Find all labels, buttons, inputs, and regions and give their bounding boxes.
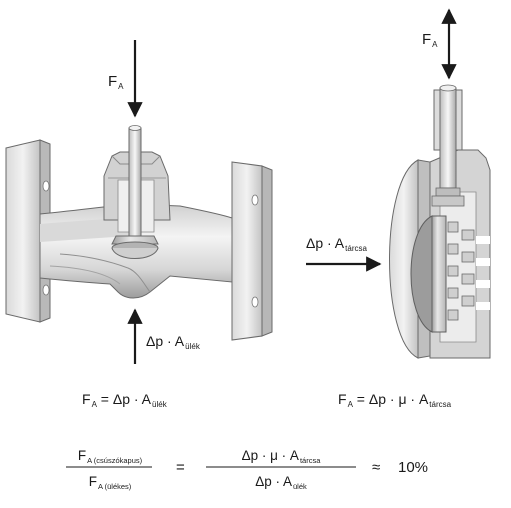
slide-gate-valve-cutaway [389, 84, 491, 359]
right-force-label: FA [422, 31, 438, 49]
equation-right: FA = Δp · μ · Atárcsa [338, 391, 452, 409]
left-force-label: FA [108, 73, 124, 91]
ratio-approx: ≈ [372, 459, 381, 476]
ratio-denominator-right: Δp · Aülék [255, 474, 307, 491]
equation-left: FA = Δp · Aülék [82, 391, 167, 409]
globe-valve-cutaway [5, 125, 273, 341]
middle-pressure-label: Δp · Atárcsa [306, 235, 367, 253]
left-pressure-label: Δp · Aülék [146, 333, 200, 351]
ratio-numerator-right: Δp · μ · Atárcsa [241, 448, 321, 465]
ratio-result: 10% [398, 459, 429, 476]
ratio-equals: = [176, 459, 185, 476]
ratio-denominator-left: FA (ülékes) [88, 474, 132, 491]
ratio-numerator-left: FA (csúszókapus) [77, 448, 143, 465]
force-arrows [127, 8, 457, 364]
